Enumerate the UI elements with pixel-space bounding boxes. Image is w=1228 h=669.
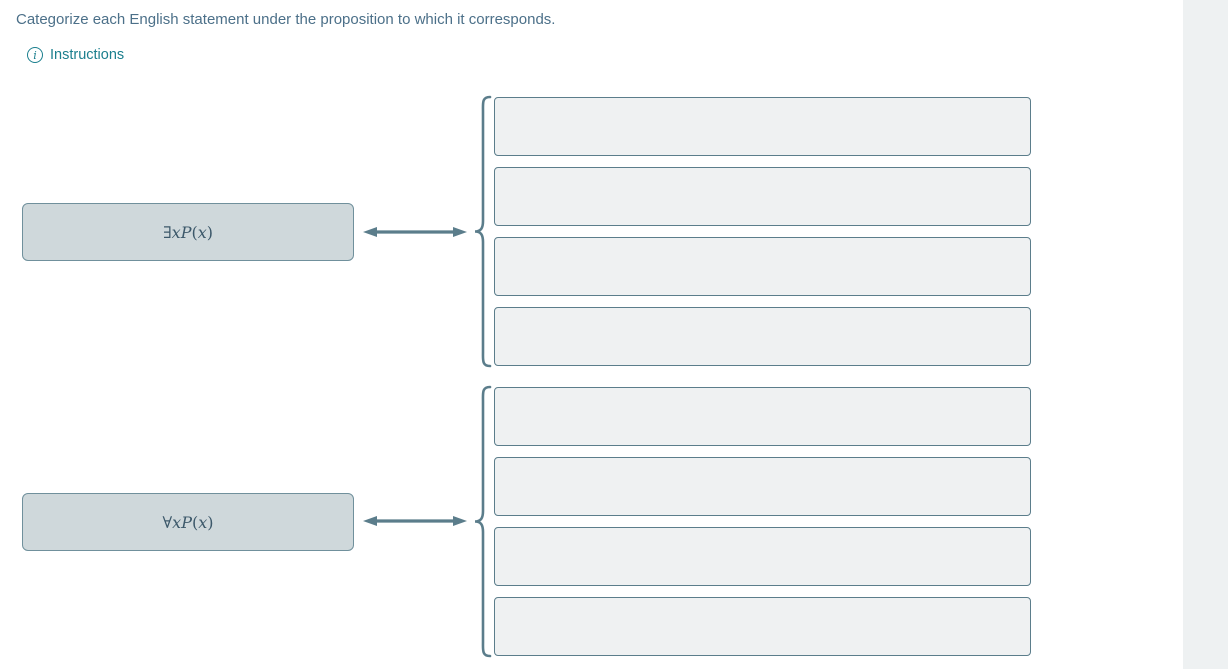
- proposition-box-universal: ∀x P(x): [22, 493, 354, 551]
- drop-slot-universal-3[interactable]: [494, 527, 1031, 586]
- double-arrow-connector: [363, 516, 467, 526]
- info-icon: i: [27, 47, 43, 63]
- instructions-link[interactable]: i Instructions: [27, 47, 124, 63]
- curly-brace: [474, 385, 492, 658]
- drop-slot-existential-2[interactable]: [494, 167, 1031, 226]
- double-arrow-connector: [363, 227, 467, 237]
- drop-slot-universal-1[interactable]: [494, 387, 1031, 446]
- drop-slot-universal-2[interactable]: [494, 457, 1031, 516]
- activity-prompt: Categorize each English statement under …: [16, 11, 556, 28]
- curly-brace: [474, 95, 492, 368]
- instructions-label: Instructions: [50, 47, 125, 63]
- drop-slot-universal-4[interactable]: [494, 597, 1031, 656]
- drop-slot-existential-3[interactable]: [494, 237, 1031, 296]
- drop-slot-existential-4[interactable]: [494, 307, 1031, 366]
- page-background-strip: [1183, 0, 1228, 669]
- proposition-box-existential: ∃x P(x): [22, 203, 354, 261]
- drop-slot-existential-1[interactable]: [494, 97, 1031, 156]
